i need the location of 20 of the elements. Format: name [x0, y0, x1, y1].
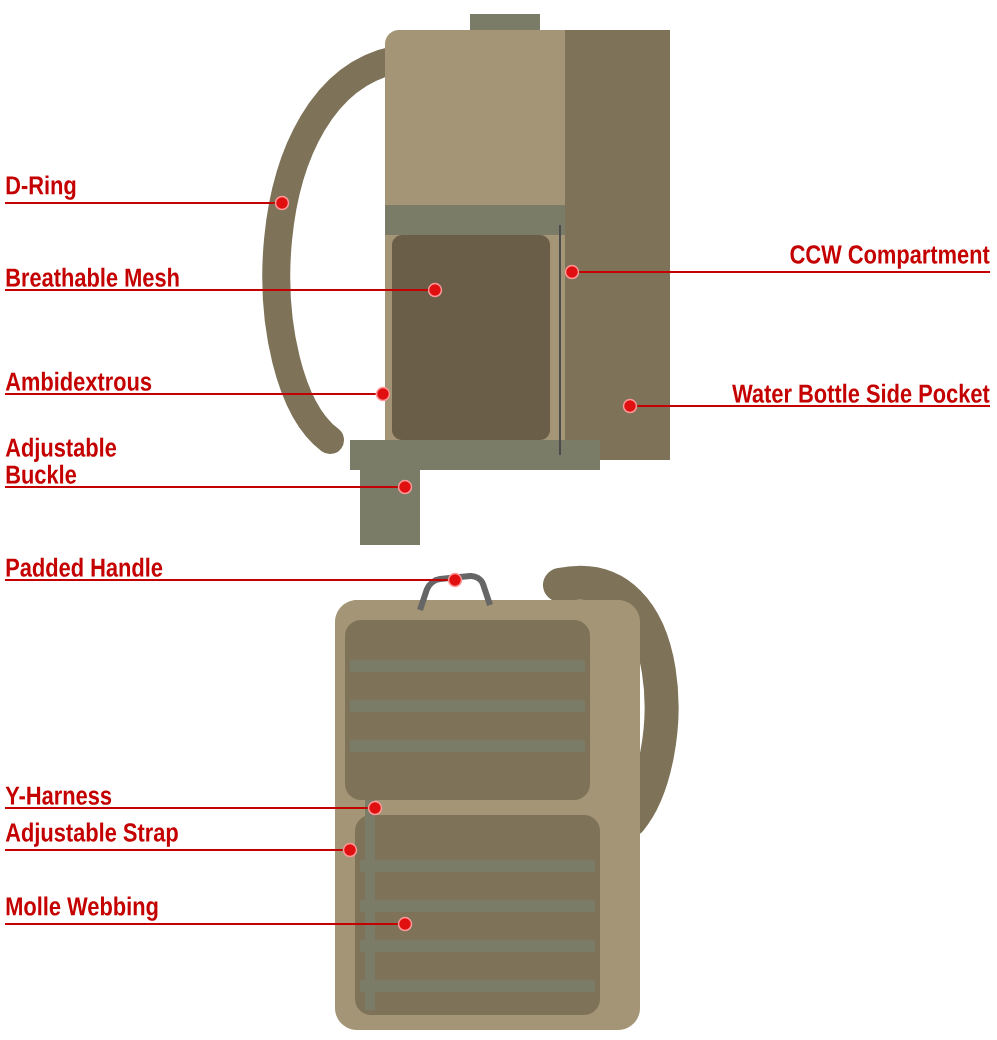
leader-line	[4, 923, 399, 925]
callout-label: Padded Handle	[6, 557, 163, 577]
leader-line	[4, 807, 369, 809]
callout-label: Adjustable Buckle	[5, 437, 117, 484]
callout-label: Ambidextrous	[5, 371, 152, 391]
callout-label: Water Bottle Side Pocket	[732, 383, 990, 403]
leader-line	[4, 202, 276, 204]
callout-label: Breathable Mesh	[6, 267, 179, 287]
callout-label: D-Ring	[6, 175, 76, 200]
leader-line	[4, 486, 399, 488]
leader-line	[4, 579, 449, 581]
callout-label: Y-Harness	[5, 786, 112, 805]
leader-line	[4, 289, 429, 291]
callout-label: CCW Compartment	[790, 245, 990, 269]
leader-line	[636, 405, 991, 407]
leader-line	[578, 271, 991, 273]
callout-label: Molle Webbing	[6, 896, 158, 921]
callout-label: Adjustable Strap	[5, 822, 178, 847]
leader-line	[4, 393, 377, 395]
leader-line	[4, 849, 344, 851]
